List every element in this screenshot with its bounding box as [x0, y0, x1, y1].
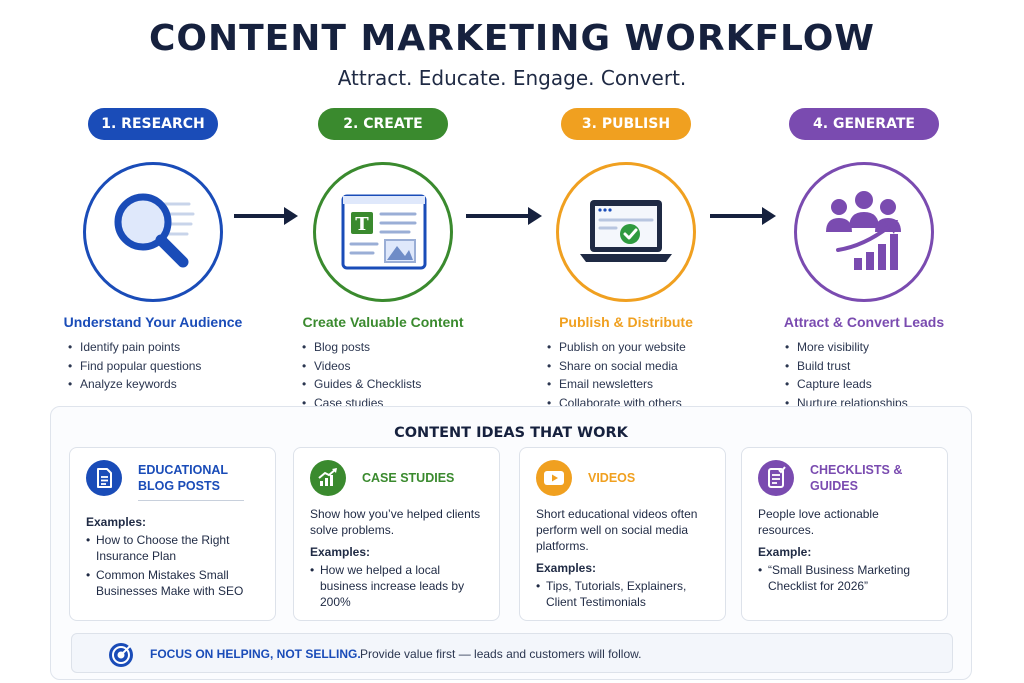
card-description: People love actionable resources. [758, 507, 879, 537]
focus-banner: FOCUS ON HELPING, NOT SELLING. Provide v… [71, 633, 953, 673]
magnifier-icon [114, 193, 195, 268]
list-item: Publish on your website [547, 340, 741, 359]
step-heading: Understand Your Audience [63, 314, 243, 330]
document-icon [86, 460, 122, 496]
examples-label: Example: [758, 545, 812, 559]
step-bullets: Identify pain points Find popular questi… [68, 340, 268, 396]
card-description: Show how you’ve helped clients solve pro… [310, 507, 481, 537]
card-body: Examples: How to Choose the Right Insura… [86, 514, 266, 602]
step-label: 4. GENERATE LEADS [789, 108, 939, 164]
focus-headline: FOCUS ON HELPING, NOT SELLING. [150, 647, 361, 661]
list-item: Email newsletters [547, 377, 741, 396]
list-item: Blog posts [302, 340, 498, 359]
ideas-title: CONTENT IDEAS THAT WORK [394, 425, 628, 441]
step-create: 2. CREATE T Create Valuable Content Blog… [268, 108, 498, 414]
step-heading: Attract & Convert Leads [783, 314, 945, 330]
list-item: “Small Business Marketing Checklist for … [758, 562, 938, 594]
card-title: VIDEOS [588, 471, 636, 485]
step-bullets: Publish on your website Share on social … [547, 340, 741, 414]
people-growth-icon [826, 191, 901, 270]
list-item: Share on social media [547, 359, 741, 378]
svg-text:T: T [355, 214, 369, 235]
list-item: Capture leads [785, 377, 979, 396]
step-icon-circle [794, 162, 934, 302]
card-title: CASE STUDIES [362, 471, 455, 485]
arrow-right-icon [466, 204, 544, 233]
step-icon-circle [556, 162, 696, 302]
focus-text: Provide value first — leads and customer… [360, 647, 642, 661]
checklist-icon [758, 460, 794, 496]
card-body: Short educational videos often perform w… [536, 506, 716, 613]
list-item: Guides & Checklists [302, 377, 498, 396]
arrow-right-icon [710, 204, 778, 233]
list-item: How we helped a local business increase … [310, 562, 490, 610]
laptop-check-icon [580, 200, 672, 262]
idea-card-videos: VIDEOS Short educational videos often pe… [519, 447, 726, 621]
card-description: Short educational videos often perform w… [536, 507, 698, 553]
arrow-right-icon [234, 204, 300, 233]
step-icon-circle: T [313, 162, 453, 302]
step-generate-leads: 4. GENERATE LEADS Attract & Convert Lead… [749, 108, 979, 414]
step-bullets: More visibility Build trust Capture lead… [785, 340, 979, 414]
growth-chart-icon [310, 460, 346, 496]
idea-card-checklists: CHECKLISTS & GUIDES People love actionab… [741, 447, 948, 621]
list-item: Analyze keywords [68, 377, 268, 396]
step-label: 2. CREATE [318, 108, 448, 140]
step-publish: 3. PUBLISH Publish & Distribute Publish … [511, 108, 741, 414]
step-heading: Publish & Distribute [559, 314, 693, 330]
list-item: Videos [302, 359, 498, 378]
document-editor-icon: T [341, 194, 427, 270]
step-research: 1. RESEARCH Understand Your Audience Ide… [38, 108, 268, 396]
idea-card-blog-posts: EDUCATIONAL BLOG POSTS Examples: How to … [69, 447, 276, 621]
list-item: Identify pain points [68, 340, 268, 359]
page-title: CONTENT MARKETING WORKFLOW [148, 18, 876, 59]
list-item: How to Choose the Right Insurance Plan [86, 532, 266, 564]
card-title: EDUCATIONAL BLOG POSTS [138, 463, 228, 493]
list-item: Common Mistakes Small Businesses Make wi… [86, 567, 266, 599]
divider [138, 500, 244, 501]
examples-label: Examples: [86, 515, 147, 529]
card-body: Show how you’ve helped clients solve pro… [310, 506, 490, 613]
examples-label: Examples: [536, 561, 597, 575]
play-icon [536, 460, 572, 496]
step-bullets: Blog posts Videos Guides & Checklists Ca… [302, 340, 498, 414]
idea-card-case-studies: CASE STUDIES Show how you’ve helped clie… [293, 447, 500, 621]
list-item: Tips, Tutorials, Explainers, Client Test… [536, 578, 716, 610]
list-item: More visibility [785, 340, 979, 359]
page-subtitle: Attract. Educate. Engage. Convert. [337, 66, 687, 90]
content-ideas-panel: CONTENT IDEAS THAT WORK EDUCATIONAL BLOG… [50, 406, 972, 680]
card-body: People love actionable resources. Exampl… [758, 506, 938, 597]
list-item: Find popular questions [68, 359, 268, 378]
step-label: 1. RESEARCH [88, 108, 218, 140]
list-item: Build trust [785, 359, 979, 378]
step-icon-circle [83, 162, 223, 302]
step-label: 3. PUBLISH [561, 108, 691, 140]
card-title: CHECKLISTS & GUIDES [810, 463, 903, 493]
target-icon [109, 643, 133, 667]
step-heading: Create Valuable Content [302, 314, 464, 330]
examples-label: Examples: [310, 545, 371, 559]
